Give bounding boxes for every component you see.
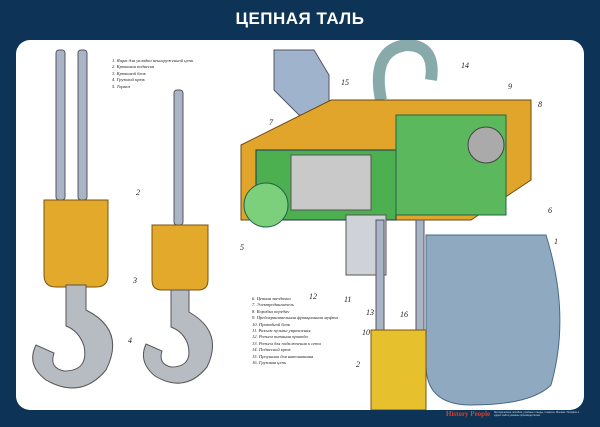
friction-clutch	[467, 126, 505, 164]
callout-10: 10	[362, 328, 370, 337]
callout-3: 3	[133, 276, 137, 285]
legend-right: 6. Цепная звездочка 7. Электродвигатель …	[252, 296, 338, 366]
hook-large	[32, 284, 114, 389]
legend-item: 11. Разъем пульта управления	[252, 328, 311, 334]
chain-left-1	[55, 49, 88, 201]
callout-9: 9	[508, 82, 512, 91]
legend-item: 15. Проушина для навешивания	[252, 353, 314, 359]
callout-16: 16	[400, 310, 408, 319]
hook-block-large	[43, 199, 109, 288]
legend-item: 9. Предохранительная фрикционная муфта	[252, 315, 338, 321]
legend-item: 8. Коробка передач	[252, 308, 290, 314]
hook-block-small	[151, 224, 209, 291]
legend-item: 2. Крюковая подвеска	[112, 64, 155, 70]
chain-left-2	[173, 89, 184, 226]
callout-1: 1	[554, 237, 558, 246]
callout-6: 6	[548, 206, 552, 215]
legend-item: 3. Крюковой блок	[112, 70, 146, 76]
legend-item: 12. Разъем питания привода	[252, 334, 308, 340]
callout-4: 4	[128, 336, 132, 345]
legend-item: 5. Тормоз	[112, 83, 131, 89]
callout-12: 12	[309, 292, 317, 301]
legend-item: 4. Грузовой крюк	[112, 77, 145, 83]
hoist-illustration	[32, 40, 561, 410]
callout-2: 2	[136, 188, 140, 197]
callout-15: 15	[341, 78, 349, 87]
hook-block-bottom	[370, 329, 427, 410]
callout-2: 2	[356, 360, 360, 369]
legend-item: 6. Цепная звездочка	[252, 296, 291, 301]
footer: History People Методические пособия, уче…	[446, 410, 584, 418]
legend-item: 7. Электродвигатель	[252, 302, 294, 308]
legend-item: 1. Ящик для укладки ненагруженной цепи	[112, 58, 194, 63]
brake-fan	[243, 182, 289, 228]
footer-text: Методические пособия, учебные стенды, пл…	[494, 410, 580, 417]
motor-rotor	[290, 154, 372, 211]
brand-logo: History People	[446, 410, 491, 418]
legend-item: 13. Разъем для подключения к сети	[252, 340, 321, 346]
suspension-hook	[372, 40, 438, 102]
callout-7: 7	[269, 118, 273, 127]
callout-5: 5	[240, 243, 244, 252]
poster-panel: 1. Ящик для укладки ненагруженной цепи 2…	[16, 40, 584, 410]
hook-small	[143, 289, 214, 384]
poster-title: ЦЕПНАЯ ТАЛЬ	[235, 9, 365, 28]
legend-left: 1. Ящик для укладки ненагруженной цепи 2…	[112, 58, 193, 90]
callout-14: 14	[461, 61, 469, 70]
legend-item: 16. Грузовая цепь	[252, 360, 286, 366]
callout-8: 8	[538, 100, 542, 109]
callout-11: 11	[344, 295, 352, 304]
chain-container	[425, 234, 561, 406]
legend-item: 10. Приводной блок	[252, 321, 291, 327]
callout-13: 13	[366, 308, 374, 317]
legend-item: 14. Подвесной крюк	[252, 347, 291, 353]
